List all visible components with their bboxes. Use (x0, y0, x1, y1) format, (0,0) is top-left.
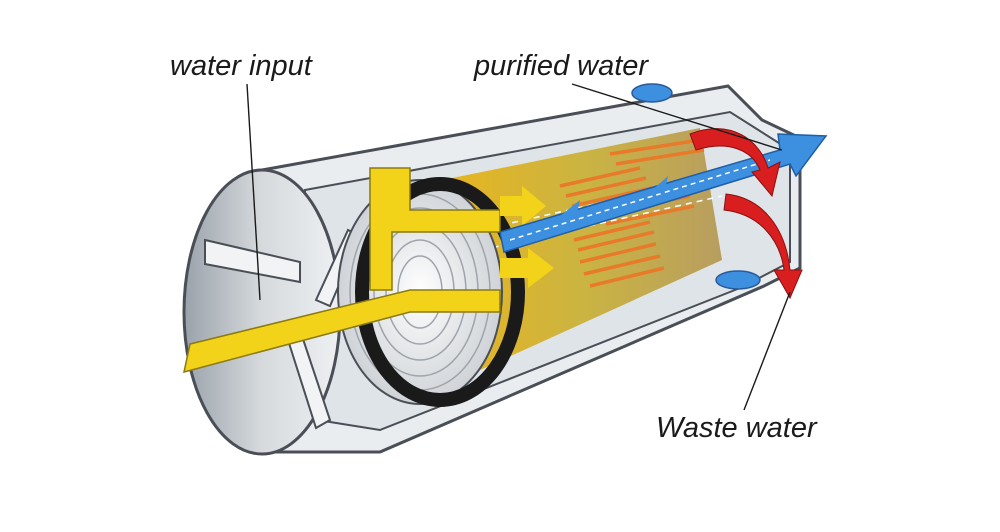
purified-water-label: purified water (474, 50, 649, 82)
waste-water-label: Waste water (656, 412, 817, 444)
leader-line-waste-water (743, 291, 791, 411)
water-input-label: water input (170, 50, 312, 82)
leader-line-water-input (246, 83, 261, 301)
end-cap (182, 168, 362, 456)
leader-lines (246, 83, 791, 411)
arrow-right-icon (560, 200, 580, 218)
leader-line-purified-water (571, 83, 783, 151)
arrow-right-icon (500, 186, 546, 226)
purified-water-flow (499, 133, 828, 253)
feed-water-flow (183, 167, 554, 374)
seal-ring-bottom (715, 270, 761, 290)
arrow-right-icon (650, 176, 668, 194)
arrow-right-icon (500, 248, 554, 288)
brine-seal (355, 177, 525, 407)
seal-ring-top (631, 83, 673, 103)
waste-water-flow (689, 128, 803, 300)
